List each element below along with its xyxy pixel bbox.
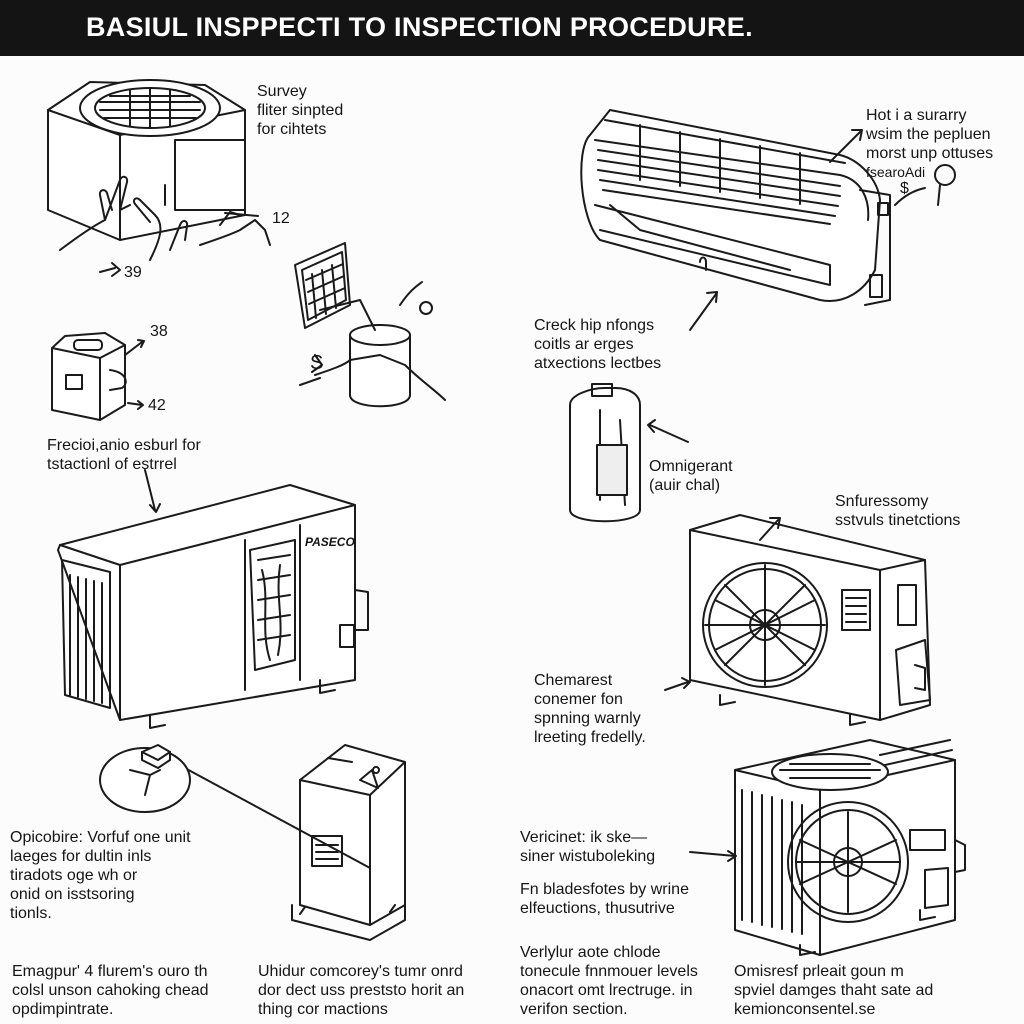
label-omnigerant: Omnigerant(auir chal) xyxy=(649,458,733,494)
brand-label: PASECO xyxy=(305,535,355,549)
page-title: BASIUL INSPPECTI TO INSPECTION PROCEDURE… xyxy=(86,12,753,42)
label-vericine: Vericinet: ik ske—siner wistuboleking xyxy=(520,829,656,865)
number-38: 38 xyxy=(150,323,168,340)
s-mark: S xyxy=(310,352,324,374)
fan-unit-illustration xyxy=(47,79,271,277)
title-bar: BASIUL INSPPECTI TO INSPECTION PROCEDURE… xyxy=(0,0,1024,56)
wall-ac-unit xyxy=(580,109,956,331)
refrigerant-cylinder xyxy=(569,383,689,523)
component-on-platform xyxy=(99,744,191,813)
outdoor-condenser-left xyxy=(57,469,369,729)
dollar-mark: $ xyxy=(900,180,909,197)
number-39: 39 xyxy=(124,264,142,281)
filter-and-container xyxy=(294,242,446,408)
outdoor-condenser-right-lower xyxy=(689,739,966,956)
disconnect-box xyxy=(165,744,406,941)
number-12: 12 xyxy=(272,210,290,227)
small-control-box xyxy=(51,332,145,421)
outdoor-condenser-right-upper xyxy=(664,514,931,726)
number-42: 42 xyxy=(148,397,166,414)
inspection-illustrations xyxy=(47,79,966,956)
